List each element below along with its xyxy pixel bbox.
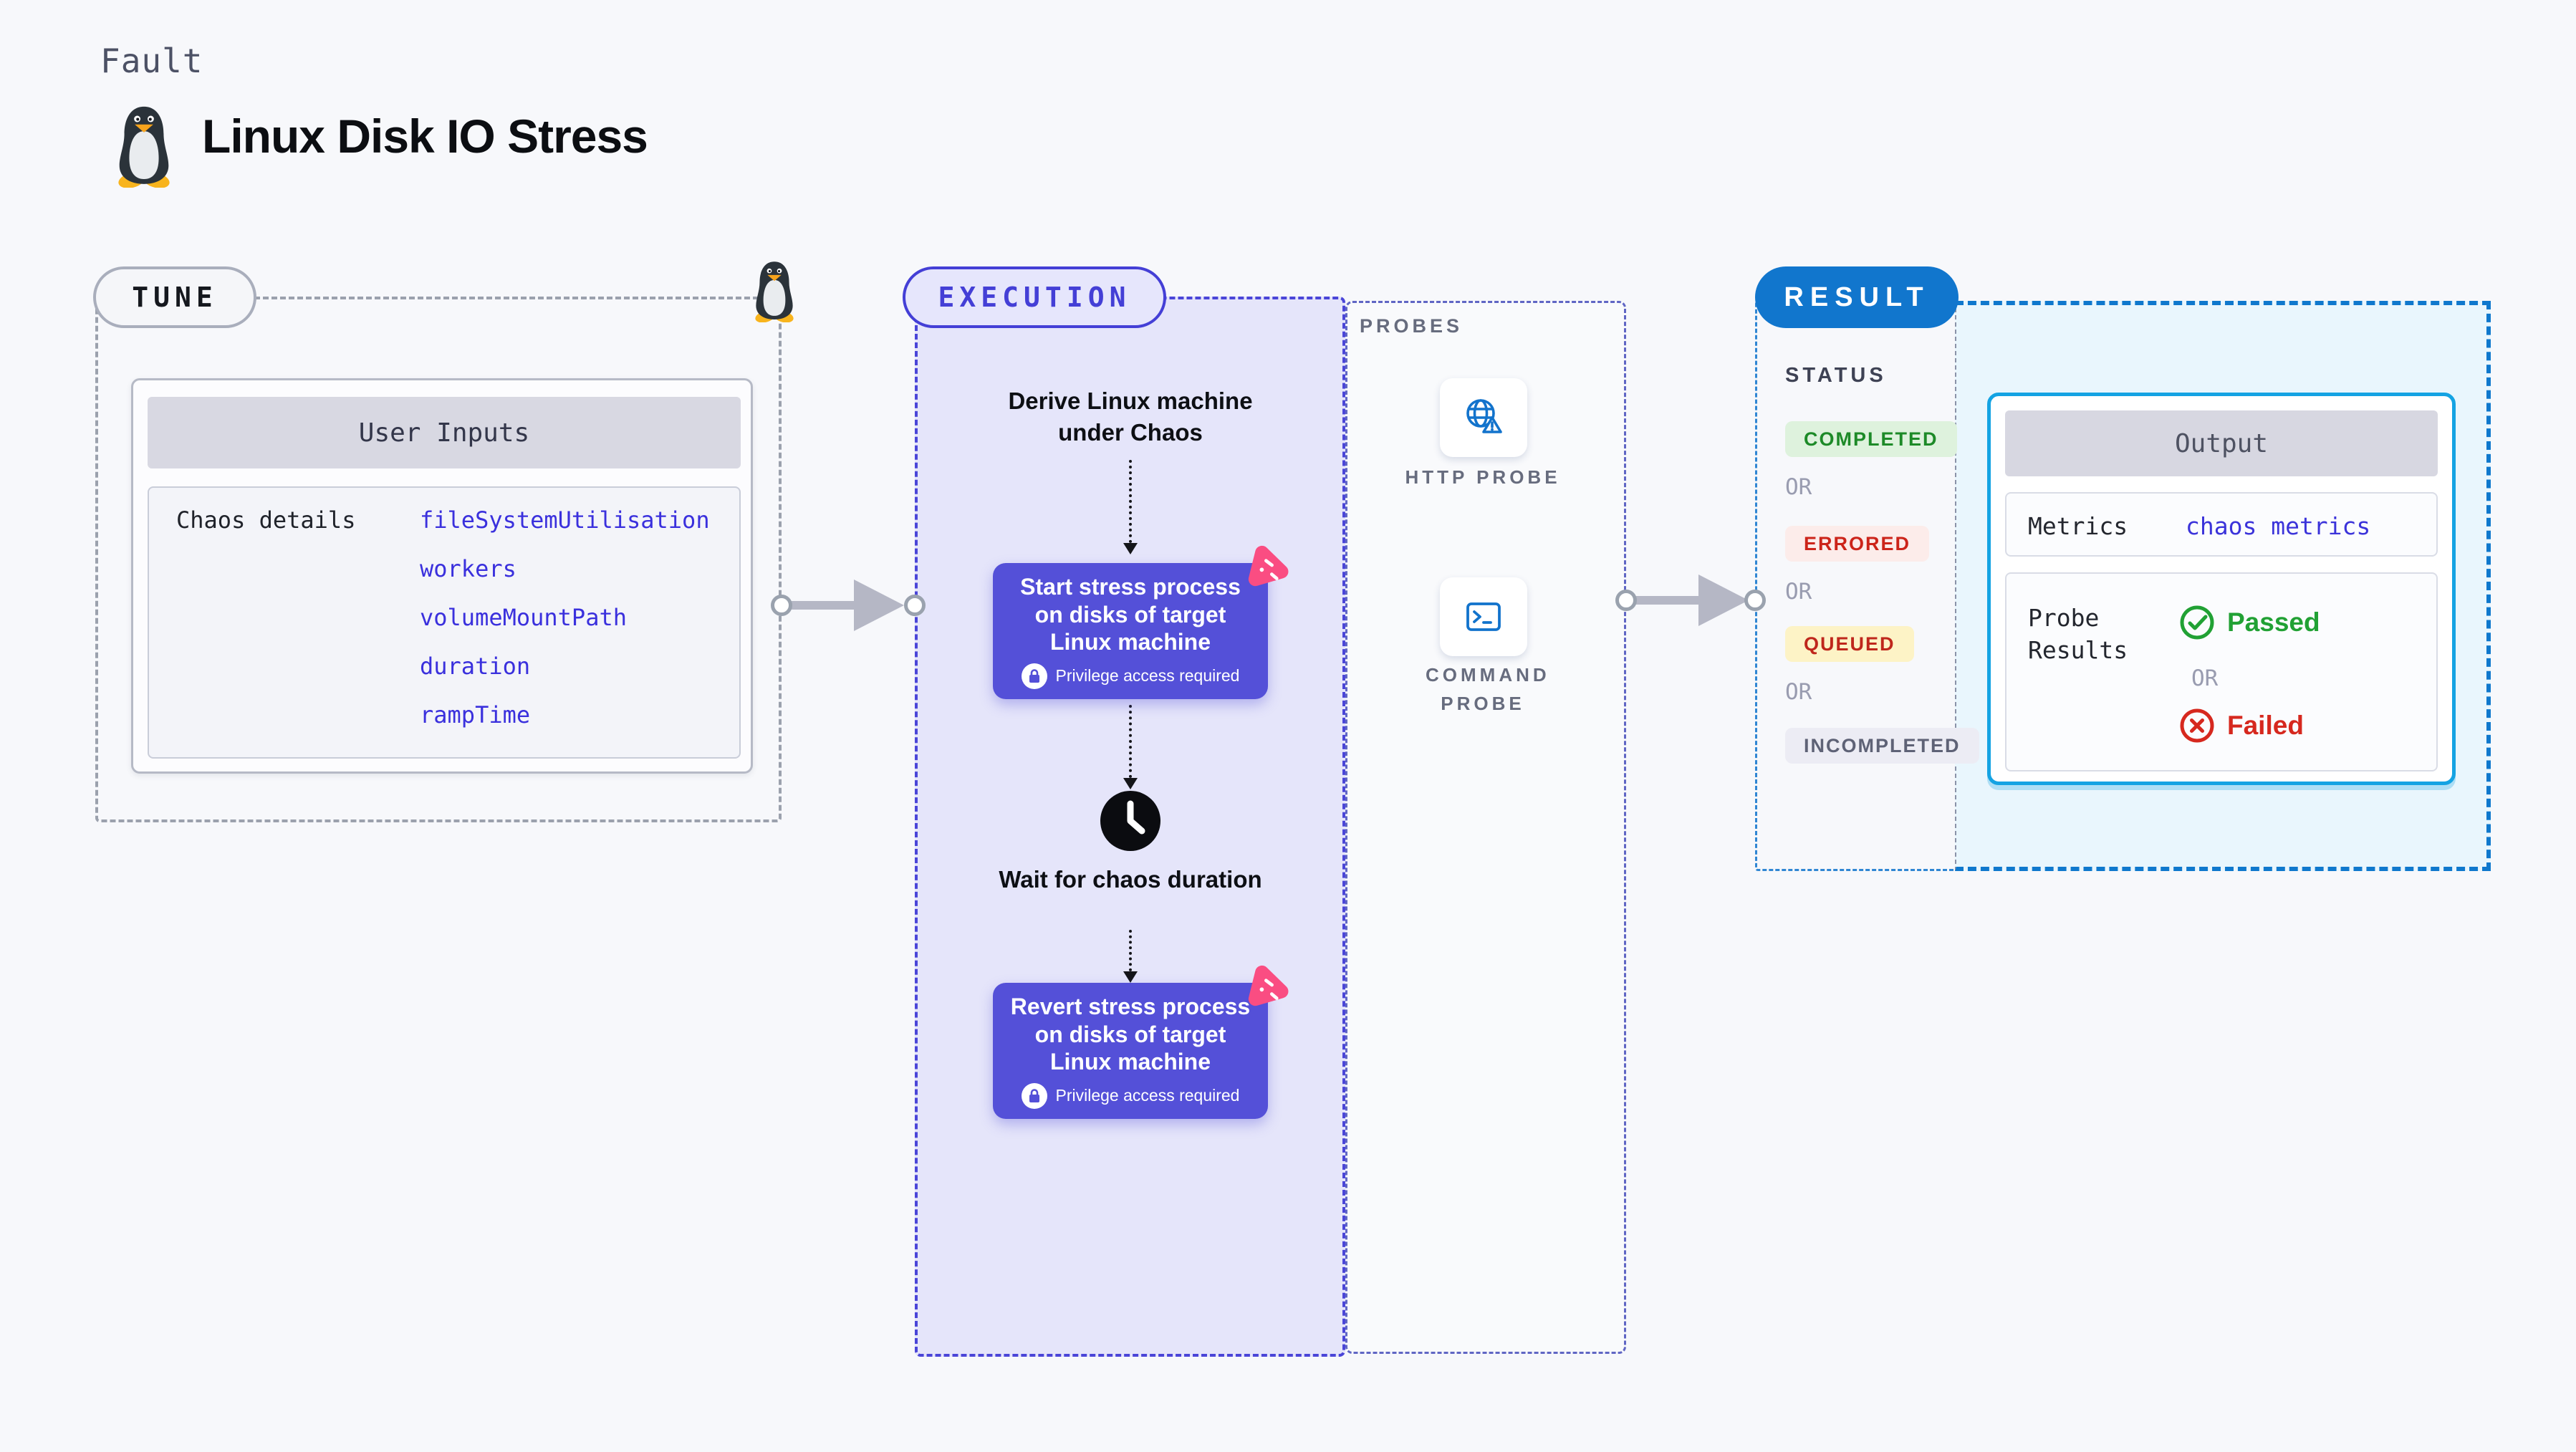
- lock-icon-2: [1021, 1082, 1047, 1109]
- tune-tux-icon: [754, 261, 795, 322]
- privilege-label-2: Privilege access required: [1055, 1086, 1240, 1105]
- check-circle-icon: [2180, 605, 2214, 640]
- lock-icon: [1021, 663, 1047, 689]
- derive-step-label: Derive Linux machine under Chaos: [1008, 388, 1253, 446]
- derive-to-start-connector: [1129, 460, 1132, 543]
- or-separator-probe: OR: [2191, 665, 2219, 691]
- http-probe-card[interactable]: [1440, 378, 1527, 457]
- privilege-badge-2: Privilege access required: [1021, 1082, 1240, 1109]
- privilege-badge: Privilege access required: [1021, 663, 1240, 689]
- execution-in-connector: [904, 595, 926, 616]
- globe-warning-icon: [1466, 399, 1502, 433]
- result-in-connector: [1744, 590, 1766, 611]
- probes-section-box: [1345, 301, 1626, 1354]
- probes-out-connector: [1615, 590, 1637, 611]
- chaos-metrics-link[interactable]: chaos metrics: [2186, 512, 2371, 540]
- x-circle-icon: [2180, 708, 2214, 743]
- wait-to-revert-connector: [1129, 930, 1132, 971]
- tune-section-box: [95, 297, 782, 822]
- revert-stress-node[interactable]: Revert stress process on disks of target…: [993, 983, 1268, 1119]
- clock-icon: [1100, 791, 1160, 851]
- probes-to-result-line: [1636, 596, 1702, 605]
- status-label: STATUS: [1785, 364, 1887, 387]
- output-title: Output: [2005, 410, 2438, 476]
- param-volumemountpath[interactable]: volumeMountPath: [420, 604, 627, 631]
- wait-to-revert-arrowhead: [1123, 971, 1138, 983]
- status-badge-completed: COMPLETED: [1785, 421, 1957, 457]
- or-separator-3: OR: [1785, 679, 1812, 705]
- or-separator-2: OR: [1785, 579, 1812, 605]
- chaos-logo-icon: [1248, 545, 1289, 587]
- failed-label: Failed: [2227, 711, 2304, 740]
- param-filesystemutilisation[interactable]: fileSystemUtilisation: [420, 506, 710, 534]
- fault-kicker: Fault: [100, 42, 203, 80]
- page-title: Linux Disk IO Stress: [202, 110, 648, 163]
- metrics-row: Metrics chaos metrics: [2005, 492, 2438, 557]
- status-badge-errored: ERRORED: [1785, 526, 1930, 562]
- start-stress-node[interactable]: Start stress process on disks of target …: [993, 563, 1268, 699]
- execution-pill: EXECUTION: [903, 266, 1166, 328]
- chaos-logo-icon-2: [1248, 965, 1289, 1006]
- user-inputs-title: User Inputs: [148, 397, 741, 468]
- metrics-label: Metrics: [2028, 512, 2128, 540]
- output-card: Output Metrics chaos metrics Probe Resul…: [1987, 393, 2456, 785]
- probes-to-result-arrowhead: [1698, 574, 1749, 626]
- http-probe-label: HTTP PROBE: [1405, 466, 1561, 488]
- chaos-details-panel: Chaos details fileSystemUtilisation work…: [148, 486, 741, 759]
- tune-pill: TUNE: [93, 266, 256, 328]
- command-probe-card[interactable]: [1440, 577, 1527, 656]
- probes-label: PROBES: [1360, 315, 1464, 337]
- privilege-label: Privilege access required: [1055, 666, 1240, 686]
- tune-out-connector: [771, 595, 792, 616]
- wait-step-label: Wait for chaos duration: [999, 866, 1262, 893]
- derive-to-start-arrowhead: [1123, 543, 1138, 554]
- revert-stress-label: Revert stress process on disks of target…: [1010, 994, 1251, 1075]
- passed-result: Passed: [2178, 604, 2320, 641]
- linux-tux-icon: [117, 106, 171, 188]
- passed-label: Passed: [2227, 607, 2320, 637]
- chaos-details-label: Chaos details: [176, 506, 356, 534]
- tune-to-execution-line: [792, 601, 857, 610]
- terminal-icon: [1466, 602, 1501, 631]
- probe-results-row: Probe Results Passed OR Failed: [2005, 572, 2438, 771]
- tune-to-execution-arrowhead: [854, 580, 904, 631]
- status-badge-queued: QUEUED: [1785, 626, 1914, 662]
- param-ramptime[interactable]: rampTime: [420, 701, 531, 729]
- failed-result: Failed: [2178, 707, 2304, 744]
- command-probe-label: COMMAND PROBE: [1426, 664, 1550, 715]
- user-inputs-card: User Inputs Chaos details fileSystemUtil…: [131, 378, 753, 774]
- status-badge-incompleted: INCOMPLETED: [1785, 728, 1979, 764]
- start-to-wait-arrowhead: [1123, 778, 1138, 789]
- result-pill: RESULT: [1755, 266, 1959, 328]
- start-to-wait-connector: [1129, 705, 1132, 778]
- probe-results-label: Probe Results: [2028, 604, 2128, 664]
- param-workers[interactable]: workers: [420, 555, 516, 582]
- param-duration[interactable]: duration: [420, 653, 531, 680]
- or-separator-1: OR: [1785, 474, 1812, 500]
- start-stress-label: Start stress process on disks of target …: [1020, 574, 1241, 655]
